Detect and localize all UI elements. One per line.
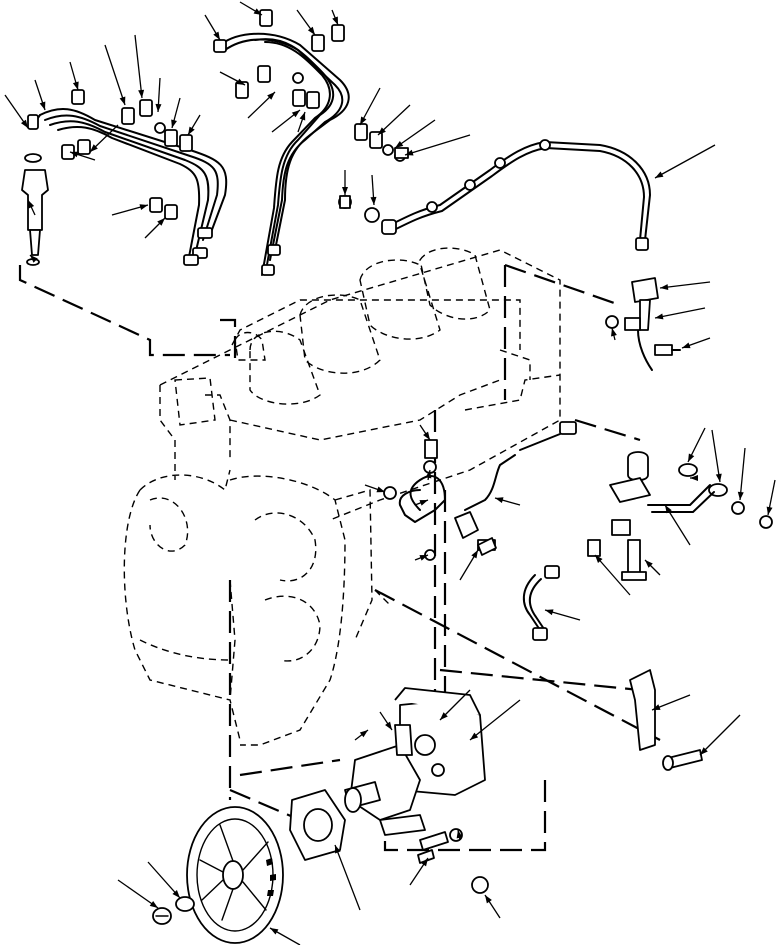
tee-fitting [605, 277, 681, 371]
callout-arrowhead [425, 470, 432, 479]
callout-arrowhead [715, 473, 722, 482]
callout-arrowhead [236, 78, 245, 85]
callout-leaders [4, 1, 776, 945]
injection-pump [344, 687, 489, 894]
callout-arrowhead [423, 431, 430, 440]
return-fuel-line [381, 139, 651, 251]
injector-fuel-lines-right [213, 32, 350, 276]
callout-arrowhead [690, 475, 698, 481]
callout-arrowhead [119, 96, 126, 105]
callout-arrowhead [419, 555, 428, 561]
callout-arrowhead [405, 149, 414, 156]
callout-arrowhead [342, 187, 348, 195]
callout-leader [654, 307, 706, 319]
callout-arrowhead [138, 89, 145, 98]
callout-arrowhead [20, 119, 28, 128]
callout-arrowhead [28, 200, 35, 209]
callout-arrowhead [545, 609, 554, 616]
callout-arrowhead [157, 218, 165, 226]
callout-arrowhead [611, 328, 617, 337]
callout-leader [104, 44, 126, 106]
pump-support-bracket [629, 669, 703, 771]
callout-arrowhead [30, 255, 38, 263]
callout-arrowhead [72, 81, 79, 90]
callout-arrowhead [213, 31, 220, 40]
callout-leader [654, 144, 716, 179]
callout-leader [594, 554, 631, 596]
callout-arrowhead [655, 171, 664, 178]
callout-arrowhead [376, 486, 385, 493]
callout-arrowhead [335, 845, 341, 854]
callout-arrowhead [737, 491, 744, 500]
callout-arrowhead [270, 928, 279, 935]
callout-arrowhead [360, 116, 367, 125]
line-clamps [61, 9, 406, 223]
callout-arrowhead [645, 560, 653, 568]
callout-arrowhead [395, 140, 404, 148]
callout-arrowhead [421, 858, 428, 867]
callout-arrowhead [688, 453, 695, 462]
callout-arrowhead [253, 8, 262, 15]
callout-arrowhead [307, 26, 315, 35]
callout-leader [699, 714, 741, 756]
callout-arrowhead [456, 830, 463, 839]
mid-fuel-lines [383, 421, 577, 561]
injector-fuel-lines-left [27, 108, 228, 266]
callout-arrowhead [267, 92, 275, 100]
callout-arrowhead [440, 712, 448, 720]
callout-arrowhead [485, 895, 492, 904]
callout-arrowhead [652, 704, 661, 710]
callout-leader [711, 429, 721, 483]
callout-leader [469, 699, 521, 741]
callout-arrowhead [378, 127, 386, 135]
callout-arrowhead [595, 555, 603, 563]
callout-arrowhead [171, 119, 177, 128]
callout-leader [404, 134, 471, 156]
callout-arrowhead [299, 112, 306, 121]
callout-arrowhead [155, 103, 162, 112]
callout-arrowhead [370, 196, 377, 205]
callout-leader [134, 34, 143, 99]
callout-arrowhead [39, 101, 46, 110]
callout-arrowhead [90, 144, 98, 152]
callout-arrowhead [682, 342, 691, 349]
callout-arrowhead [332, 16, 338, 25]
gear-nut-washer [152, 896, 195, 925]
engine-block-phantom [123, 247, 561, 746]
callout-arrowhead [470, 732, 479, 740]
callout-arrowhead [291, 110, 300, 118]
callout-leader [117, 879, 159, 909]
callout-arrowhead [495, 497, 504, 504]
callout-leader [739, 447, 746, 501]
supply-fuel-line [522, 565, 560, 641]
callout-arrowhead [655, 313, 664, 320]
callout-arrowhead [660, 284, 669, 291]
callout-arrowhead [70, 151, 79, 158]
bracket-group-right [587, 451, 773, 581]
injector [21, 153, 49, 266]
callout-leader [659, 281, 711, 289]
callout-arrowhead [471, 550, 478, 559]
bolts [339, 147, 497, 864]
callout-leader [147, 861, 181, 899]
callout-arrowhead [665, 505, 672, 514]
callout-arrowhead [700, 747, 708, 755]
callout-arrowhead [359, 730, 368, 738]
drive-gear [186, 806, 284, 944]
callout-arrowhead [385, 721, 392, 730]
callout-leader [334, 844, 361, 911]
pump-gasket [289, 789, 346, 861]
callout-arrowhead [139, 204, 148, 211]
callout-arrowhead [766, 506, 773, 515]
callout-arrowhead [149, 900, 158, 908]
callout-leader [394, 119, 436, 149]
callout-arrowhead [188, 126, 195, 135]
callout-arrowhead [172, 890, 180, 898]
assembly-dashed-lines [18, 263, 661, 852]
callout-arrowhead [419, 500, 428, 506]
